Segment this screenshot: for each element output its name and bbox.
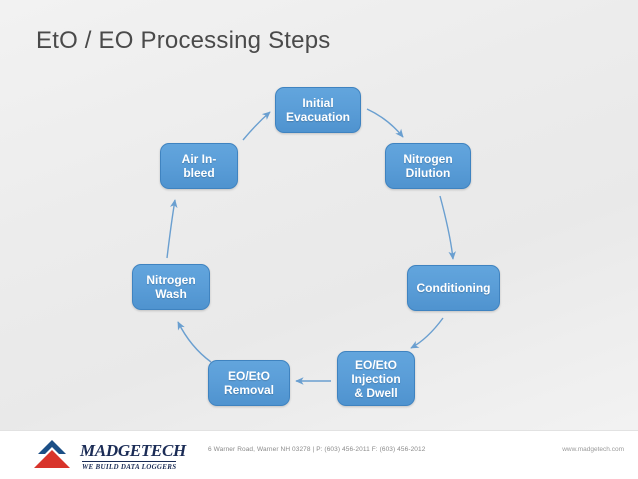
node-conditioning[interactable]: Conditioning <box>407 265 500 311</box>
node-nitrogen-wash-label: Nitrogen Wash <box>146 273 196 301</box>
node-nitrogen-wash[interactable]: Nitrogen Wash <box>132 264 210 310</box>
process-cycle-diagram: Initial Evacuation Nitrogen Dilution Con… <box>0 70 638 425</box>
arrow-eo-removal-to-nitrogen-wash <box>177 321 212 363</box>
node-air-in-bleed-label: Air In- bleed <box>181 152 217 180</box>
logo-wordmark: MADGETECH <box>80 441 186 460</box>
arrow-nitrogen-wash-to-air-in-bleed <box>166 199 178 259</box>
node-nitrogen-dilution[interactable]: Nitrogen Dilution <box>385 143 471 189</box>
madgetech-logo[interactable]: MADGETECH WE BUILD DATA LOGGERS <box>30 437 186 473</box>
node-conditioning-label: Conditioning <box>416 281 491 295</box>
node-nitrogen-dilution-label: Nitrogen Dilution <box>403 152 453 180</box>
page-title: EtO / EO Processing Steps <box>36 27 331 54</box>
footer-bar: MADGETECH WE BUILD DATA LOGGERS 6 Warner… <box>0 430 638 479</box>
mountain-logo-icon <box>34 440 70 468</box>
node-eo-removal[interactable]: EO/EtO Removal <box>208 360 290 406</box>
node-initial-evacuation-label: Initial Evacuation <box>285 96 351 124</box>
arrow-conditioning-to-eo-injection-dwell <box>410 317 444 349</box>
footer-contact-info: 6 Warner Road, Warner NH 03278 | P: (603… <box>208 446 426 453</box>
arrow-initial-evacuation-to-nitrogen-dilution <box>366 108 404 138</box>
node-eo-injection-dwell-label: EO/EtO Injection & Dwell <box>351 357 401 400</box>
arrow-nitrogen-dilution-to-conditioning <box>439 195 456 260</box>
arrow-air-in-bleed-to-initial-evacuation <box>242 111 271 141</box>
node-eo-removal-label: EO/EtO Removal <box>223 369 275 397</box>
node-air-in-bleed[interactable]: Air In- bleed <box>160 143 238 189</box>
node-initial-evacuation[interactable]: Initial Evacuation <box>275 87 361 133</box>
arrow-layer <box>166 108 456 385</box>
footer-website-link[interactable]: www.madgetech.com <box>562 446 624 453</box>
node-eo-injection-dwell[interactable]: EO/EtO Injection & Dwell <box>337 351 415 406</box>
logo-tagline: WE BUILD DATA LOGGERS <box>82 461 177 471</box>
